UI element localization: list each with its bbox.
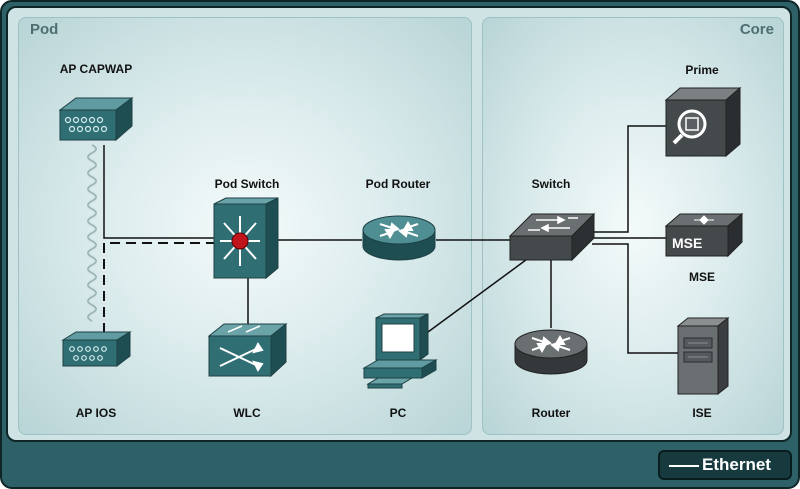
ethernet-line-swatch (669, 465, 699, 467)
ise-label: ISE (692, 406, 712, 420)
pod-router-label: Pod Router (365, 177, 431, 191)
mse-appliance-icon[interactable]: MSE (664, 212, 744, 262)
wlc-label: WLC (233, 406, 261, 420)
router-icon[interactable] (360, 210, 438, 266)
access-point-icon[interactable] (56, 96, 136, 146)
mse-icon-text: MSE (672, 235, 702, 251)
prime-label: Prime (685, 63, 719, 77)
prime-server-icon[interactable] (664, 86, 742, 158)
pc-icon[interactable] (360, 312, 440, 390)
legend: Ethernet (658, 450, 792, 480)
multilayer-switch-icon[interactable] (212, 196, 284, 280)
link-apios-podswitch (103, 242, 222, 333)
link-switch-prime (592, 125, 666, 233)
link-switch-ise (592, 243, 678, 354)
pod-switch-label: Pod Switch (214, 177, 280, 191)
access-point-icon[interactable] (60, 330, 134, 370)
link-pc-switch (427, 253, 535, 333)
wireless-lan-controller-icon[interactable] (206, 322, 290, 378)
switch-icon[interactable] (508, 208, 596, 264)
ap-console-cable (87, 144, 97, 322)
pod-zone-title: Pod (30, 21, 59, 38)
router-icon[interactable] (512, 324, 590, 380)
link-apcapwap-podswitch (103, 145, 222, 239)
pc-label: PC (389, 406, 407, 420)
ap-ios-label: AP IOS (75, 406, 117, 420)
legend-ethernet-label: Ethernet (702, 455, 771, 474)
router-label: Router (531, 406, 571, 420)
core-zone-title: Core (739, 21, 774, 38)
mse-label: MSE (688, 270, 716, 284)
ise-server-icon[interactable] (676, 316, 730, 396)
ap-capwap-label: AP CAPWAP (59, 62, 133, 76)
switch-label: Switch (531, 177, 571, 191)
